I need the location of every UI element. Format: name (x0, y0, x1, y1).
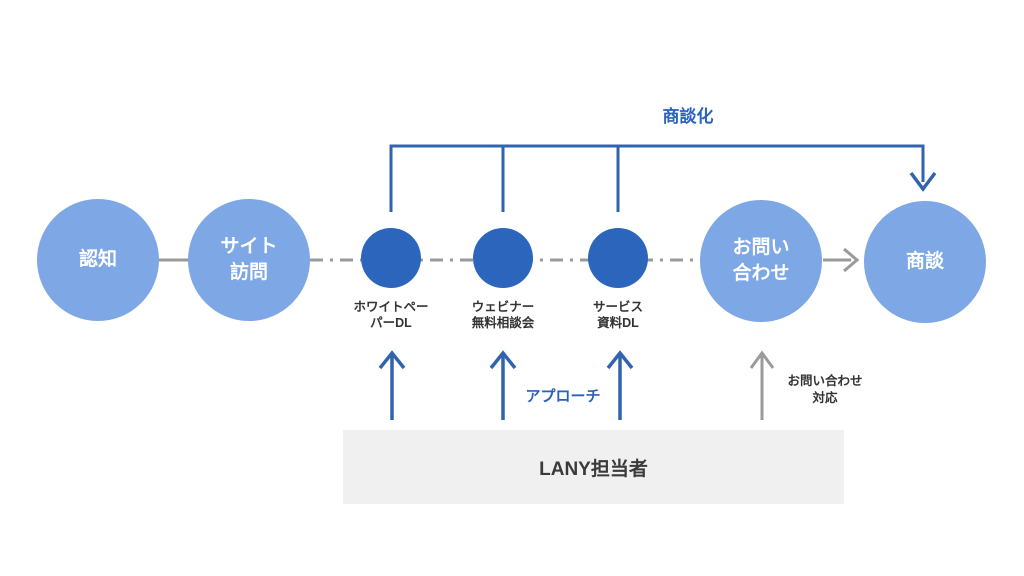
touchpoint-webinar-circle (473, 228, 533, 288)
bracket-line (389, 144, 925, 212)
touchpoint-webinar-label: ウェビナー 無料相談会 (438, 299, 568, 331)
bracket-label: 商談化 (662, 107, 714, 126)
label-line: 無料相談会 (471, 316, 535, 330)
stage-label-line: お問い (732, 236, 790, 258)
down-arrowhead-icon (909, 171, 937, 192)
stage-label-line: 訪問 (229, 262, 268, 283)
inquiry-response-label: お問い合わせ 対応 (755, 373, 895, 406)
up-arrowhead-icon-3 (606, 350, 634, 370)
stage-awareness: 認知 (37, 199, 159, 321)
approach-label: アプローチ (525, 388, 601, 405)
up-arrowhead-icon-2 (489, 350, 517, 370)
stage-label-line: 合わせ (732, 263, 790, 284)
touchpoint-whitepaper-label: ホワイトペー パーDL (326, 299, 456, 331)
label-line: ホワイトペー (353, 300, 429, 314)
label-line: 対応 (812, 390, 838, 405)
label-line: サービス (592, 300, 643, 314)
actor-box: LANY担当者 (343, 430, 844, 504)
stage-label: 認知 (78, 248, 117, 270)
stage-negotiation: 商談 (864, 201, 986, 323)
up-arrowhead-icon-1 (378, 350, 406, 370)
right-arrowhead-icon (843, 247, 860, 273)
stage-label-line: サイト (220, 235, 278, 257)
up-arrowhead-icon-gray (749, 350, 775, 369)
label-line: パーDL (370, 316, 412, 330)
stage-site-visit: サイト 訪問 (188, 199, 310, 321)
label-line: お問い合わせ (787, 374, 863, 388)
stage-inquiry: お問い 合わせ (700, 200, 822, 322)
label-line: 資料DL (597, 316, 639, 330)
actor-box-label: LANY担当者 (539, 458, 648, 480)
stage-label: 商談 (905, 250, 944, 272)
touchpoint-service-circle (588, 228, 648, 288)
touchpoint-service-label: サービス 資料DL (553, 299, 683, 331)
touchpoint-whitepaper-circle (361, 228, 421, 288)
label-line: ウェビナー (471, 300, 535, 314)
